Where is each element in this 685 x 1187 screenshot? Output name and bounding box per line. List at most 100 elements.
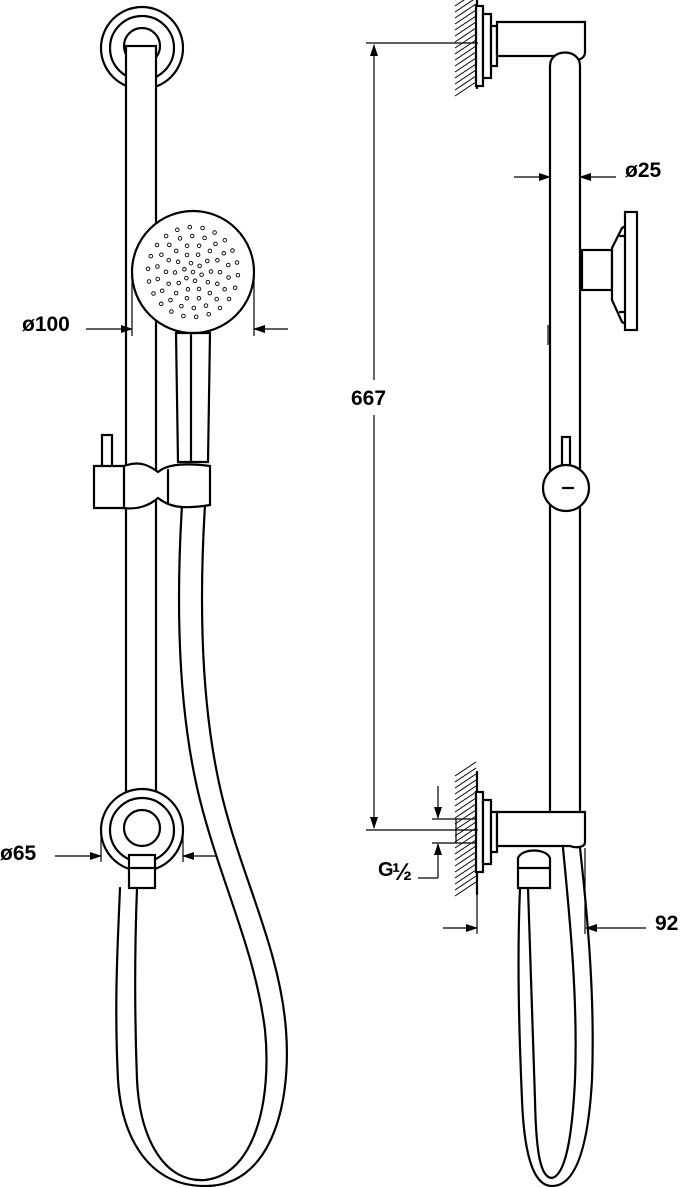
nozzle-dot [155, 276, 160, 282]
wall-hatch-line [454, 821, 477, 837]
wall-hatch-line [454, 9, 477, 25]
nozzle-dot [184, 252, 190, 258]
nozzle-dot [235, 272, 241, 278]
wall-hatch-line [454, 33, 477, 49]
dim-rail-length: 667 [351, 42, 478, 831]
wall-hatch-line [454, 881, 477, 897]
nozzle-dot [230, 248, 235, 253]
nozzle-dot [182, 267, 187, 272]
wall-hatch-line [454, 0, 474, 13]
nozzle-dot [193, 314, 199, 320]
side-top-wall [454, 0, 499, 97]
nozzle-dot [154, 242, 160, 248]
nozzle-dot [213, 241, 218, 247]
dim-flange-diameter: ø65 [0, 830, 217, 865]
nozzle-dot [172, 270, 178, 275]
nozzle-dot [177, 236, 183, 241]
wall-hatch-line [454, 797, 477, 813]
nozzle-dot [163, 269, 169, 275]
nozzle-dot [207, 248, 213, 254]
nozzle-dot [159, 288, 165, 293]
nozzle-dot [221, 251, 227, 256]
wall-hatch-line [454, 803, 477, 819]
nozzle-dot [196, 243, 202, 248]
nozzle-dot [196, 286, 202, 292]
wall-hatch-line [454, 791, 477, 807]
wall-hatch-line [454, 45, 477, 61]
wall-hatch-line [454, 875, 477, 891]
nozzle-dot [203, 303, 209, 308]
dim-inlet-thread: G ½ [378, 786, 456, 886]
nozzle-dot [199, 272, 204, 277]
wall-hatch-line [454, 57, 477, 73]
nozzle-dot [222, 287, 227, 292]
nozzle-dot [222, 237, 228, 243]
nozzle-dot [226, 296, 232, 302]
nozzle-dot [205, 258, 210, 264]
nozzle-dot [192, 278, 198, 284]
nozzle-dot [148, 253, 154, 259]
wall-hatch-line [454, 851, 477, 867]
nozzle-dot [166, 281, 171, 286]
nozzle-dot [169, 309, 174, 314]
side-handshower [580, 210, 639, 332]
nozzle-dot [187, 224, 193, 230]
nozzle-dot [195, 252, 201, 257]
nozzle-dot [184, 296, 190, 301]
wall-hatch-line [454, 27, 477, 43]
nozzle-dot [215, 281, 220, 287]
nozzle-dot [212, 230, 217, 235]
nozzle-dot [176, 280, 181, 286]
nozzle-dot [214, 296, 219, 302]
nozzle-dot [145, 266, 151, 272]
nozzle-dot [234, 260, 240, 265]
wall-hatch-line [454, 869, 477, 885]
nozzle-dot [179, 303, 184, 309]
side-rail [548, 51, 582, 820]
front-handshower-handle [174, 331, 212, 464]
nozzle-dot [191, 305, 197, 311]
inlet-thread-fraction: ½ [392, 859, 412, 886]
wall-hatch-line [454, 767, 477, 783]
wall-hatch-line [454, 773, 477, 789]
side-bottom-arm [495, 810, 587, 849]
wall-hatch-line [454, 761, 477, 777]
wall-hatch-line [454, 81, 477, 97]
wall-hatch-line [454, 15, 477, 31]
front-slider-bracket [92, 433, 212, 510]
dim-head-diameter: ø100 [22, 272, 288, 336]
wall-hatch-line [454, 69, 477, 85]
wall-hatch-line [454, 3, 477, 19]
nozzle-dot [173, 290, 179, 296]
wall-hatch-line [454, 39, 477, 55]
rail-length-label: 667 [351, 387, 386, 410]
side-hose-outlet [516, 849, 552, 890]
nozzle-dot [215, 258, 220, 263]
nozzle-dot [158, 301, 164, 307]
nozzle-dot [159, 252, 164, 257]
wall-hatch-line [454, 845, 477, 861]
nozzle-dot [181, 313, 186, 319]
side-slider-knob [541, 435, 591, 513]
nozzle-dot [184, 275, 189, 281]
wall-hatch-line [454, 779, 477, 795]
wall-hatch-line [454, 63, 477, 79]
front-bottom-flange [99, 787, 185, 873]
wall-hatch-line [454, 833, 477, 849]
nozzle-dot [217, 269, 223, 275]
nozzle-dot [163, 233, 169, 239]
nozzle-dot [189, 233, 195, 239]
dim-rail-diameter: ø25 [514, 159, 662, 182]
wall-hatch-line [454, 0, 465, 7]
nozzle-dot [232, 285, 238, 291]
nozzle-dot [173, 248, 179, 254]
wall-hatch-line [454, 815, 477, 831]
wall-hatch-line [454, 857, 477, 873]
nozzle-dot [196, 296, 202, 301]
nozzle-dot [197, 263, 202, 269]
nozzle-dot [202, 235, 207, 241]
wall-hatch-line [454, 839, 477, 855]
wall-hatch-line [454, 21, 477, 37]
wall-hatch-line [454, 785, 477, 801]
